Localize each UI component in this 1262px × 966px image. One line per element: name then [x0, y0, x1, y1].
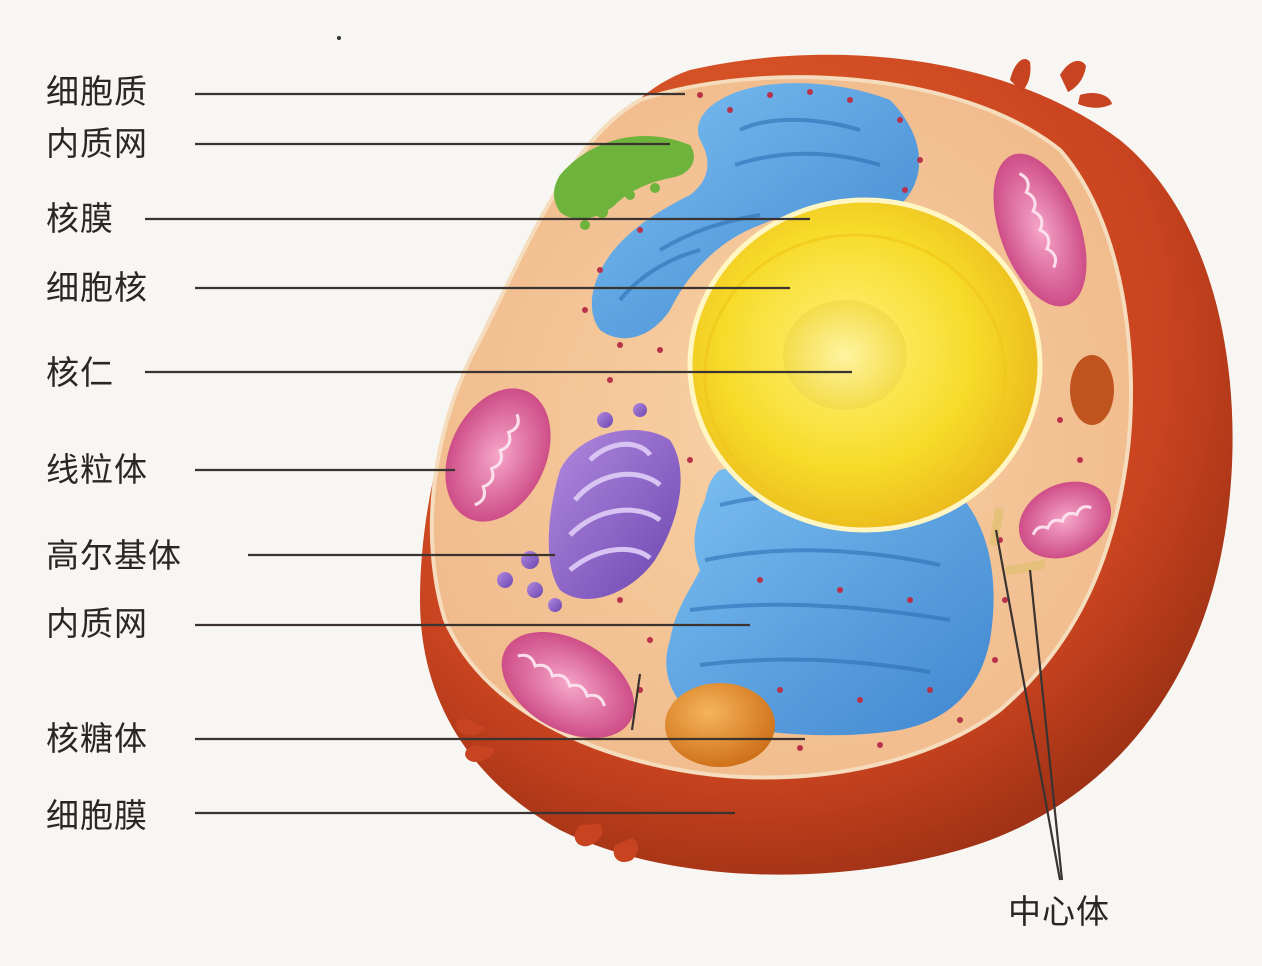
- label-mitochondrion: 线粒体: [46, 450, 148, 489]
- centrosome-shape: [989, 508, 1046, 575]
- side-vesicle-shape: [1070, 355, 1114, 425]
- vacuole-shape: [665, 683, 775, 767]
- rough-er-upper-shape: [591, 83, 920, 339]
- label-nucleolus: 核仁: [46, 353, 114, 392]
- label-er-upper: 内质网: [46, 124, 148, 163]
- label-cell-membrane: 细胞膜: [46, 796, 148, 835]
- mitochondrion-shape-lower: [501, 631, 635, 739]
- speck: [337, 36, 341, 40]
- label-centrosome: 中心体: [1008, 892, 1110, 931]
- label-golgi: 高尔基体: [46, 536, 182, 575]
- smooth-er-shape: [554, 136, 694, 230]
- mitochondrion-shape-right-upper: [993, 153, 1087, 307]
- leader-line-centrosome-a: [994, 529, 1062, 881]
- mitochondrion-shape-left: [445, 388, 551, 522]
- label-nucleus: 细胞核: [46, 268, 148, 307]
- nucleolus-shape: [783, 300, 907, 410]
- label-ribosome: 核糖体: [46, 719, 148, 758]
- leader-line-centrosome-b: [1028, 569, 1064, 881]
- mitochondrion-shape-right-lower: [1018, 481, 1112, 559]
- label-cytoplasm: 细胞质: [46, 72, 148, 111]
- golgi-shape: [497, 403, 681, 612]
- leader-lines: [145, 92, 1064, 881]
- label-nuclear-envelope: 核膜: [46, 199, 114, 238]
- leader-line-ribosome-pointer: [630, 673, 642, 731]
- label-er-lower: 内质网: [46, 604, 148, 643]
